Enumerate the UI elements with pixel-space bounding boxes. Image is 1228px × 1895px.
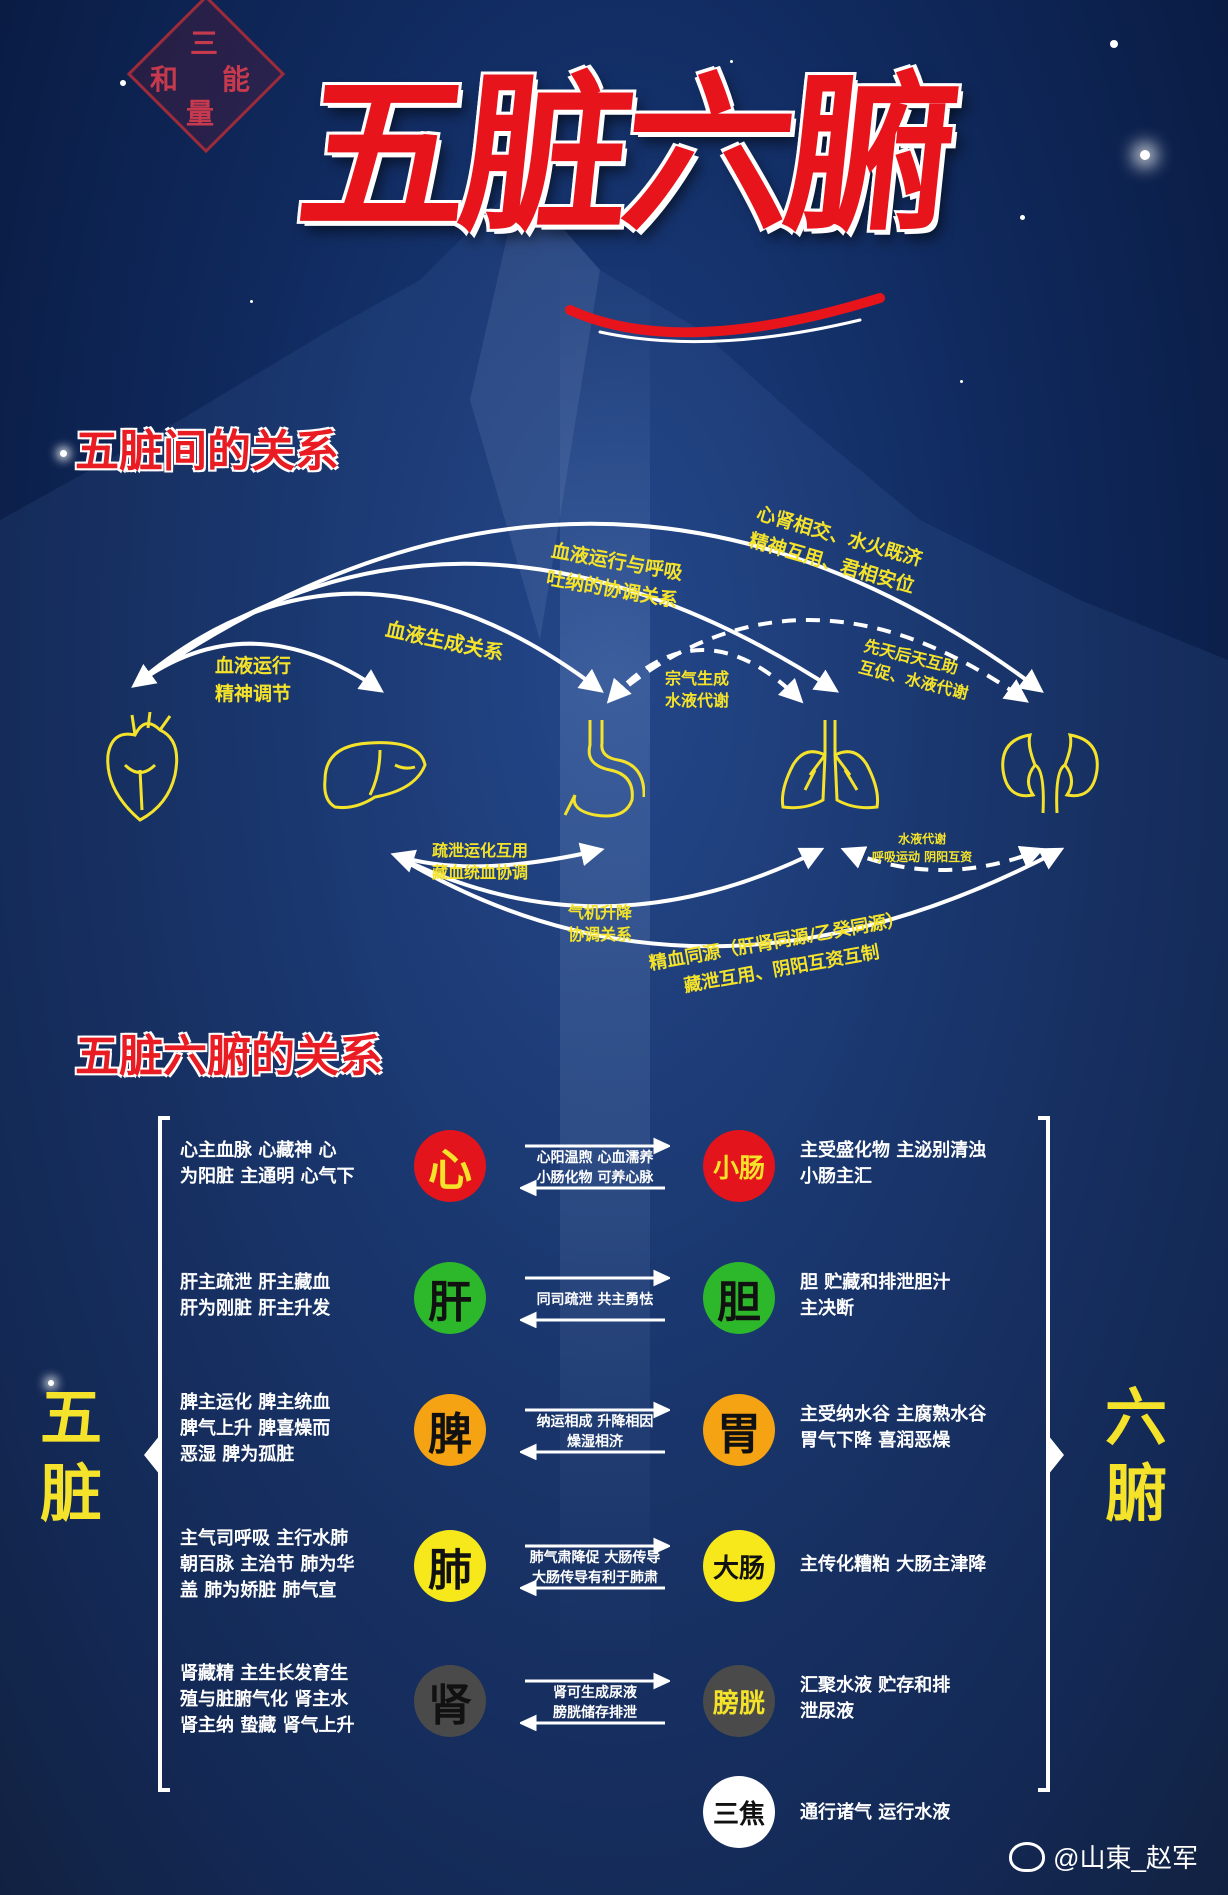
zang-desc-line: 心主血脉 心藏神 心 (180, 1140, 337, 1161)
zang-desc-line: 恶湿 脾为孤脏 (180, 1444, 295, 1465)
star (48, 1380, 54, 1386)
relation-description: 肾可生成尿液膀胱储存排泄 (510, 1683, 680, 1723)
bidirectional-arrows (520, 1269, 670, 1328)
side-label-wuzang: 五脏 (40, 1381, 103, 1530)
zang-description: 心主血脉 心藏神 心为阳脏 主通明 心气下 (180, 1138, 355, 1190)
relations-arrows (131, 521, 1065, 949)
fu-organ-circle: 大肠 (703, 1530, 775, 1602)
zang-desc-line: 盖 肺为娇脏 肺气宣 (180, 1580, 337, 1601)
fu-desc-line: 主受盛化物 主泌别清浊 (800, 1140, 987, 1161)
relation-line: 燥湿相济 (567, 1434, 623, 1450)
fu-organ-circle: 胆 (703, 1262, 775, 1334)
relation-description: 同司疏泄 共主勇怯 (510, 1290, 680, 1310)
fu-description: 胆 贮藏和排泄胆汁主决断 (800, 1270, 950, 1322)
zang-desc-line: 殖与脏腑气化 肾主水 (180, 1689, 349, 1710)
fu-desc-line: 主传化糟粕 大肠主津降 (800, 1554, 987, 1575)
relation-spleen-lung: 宗气生成水液代谢 (665, 669, 730, 710)
bidirectional-arrows (520, 1672, 670, 1731)
zang-organ-circle: 心 (414, 1130, 486, 1202)
star (730, 60, 733, 63)
relation-line: 膀胱储存排泄 (553, 1705, 637, 1721)
fu-desc-line: 小肠主汇 (800, 1166, 872, 1187)
fu-description: 主受纳水谷 主腐熟水谷胃气下降 喜润恶燥 (800, 1402, 986, 1454)
relation-line: 心阳温煦 心血濡养 (536, 1150, 654, 1166)
star (960, 380, 963, 383)
fu-organ-circle: 小肠 (703, 1130, 775, 1202)
zang-desc-line: 朝百脉 主治节 肺为华 (180, 1554, 355, 1575)
zang-organ-circle: 脾 (414, 1394, 486, 1466)
relation-description: 肺气肃降促 大肠传导大肠传导有利于肺肃 (510, 1548, 680, 1588)
zang-desc-line: 脾主运化 脾主统血 (180, 1392, 331, 1413)
star (1020, 215, 1025, 220)
star (60, 450, 67, 457)
watermark-text: @山東_赵军 (1053, 1843, 1198, 1873)
relation-lung-kidney: 水液代谢呼吸运动 阴阳互资 (872, 832, 973, 864)
seal-char: 能 (222, 63, 251, 96)
fu-desc-line: 主受纳水谷 主腐熟水谷 (800, 1404, 987, 1425)
zang-desc-line: 为阳脏 主通明 心气下 (180, 1166, 355, 1187)
section-title-zang-relations: 五脏间的关系 (75, 426, 339, 477)
relation-line: 小肠化物 可养心脉 (536, 1170, 654, 1186)
relation-line: 纳运相成 升降相因 (536, 1414, 654, 1430)
relation-line: 肺气肃降促 大肠传导 (529, 1550, 661, 1566)
star (1110, 40, 1118, 48)
seal-char: 和 (150, 63, 179, 96)
bidirectional-arrows (520, 1537, 670, 1596)
zang-description: 主气司呼吸 主行水肺朝百脉 主治节 肺为华盖 肺为娇脏 肺气宣 (180, 1526, 355, 1604)
fu-description: 汇聚水液 贮存和排泄尿液 (800, 1673, 950, 1725)
star (120, 80, 126, 86)
star (1140, 150, 1150, 160)
sanjiao-circle: 三焦 (703, 1776, 775, 1848)
fu-desc-line: 胆 贮藏和排泄胆汁 (800, 1272, 951, 1293)
spleen-stomach-organ-icon (563, 720, 645, 818)
fu-desc-line: 胃气下降 喜润恶燥 (800, 1430, 951, 1451)
sanjiao-description: 通行诸气 运行水液 (800, 1802, 951, 1823)
relation-liver-spleen-low: 疏泄运化互用藏血统血协调 (432, 841, 529, 882)
fu-desc-line: 主决断 (800, 1298, 854, 1319)
seal-char: 三 (190, 27, 219, 60)
zang-organ-circle: 肾 (414, 1665, 486, 1737)
relation-description: 纳运相成 升降相因燥湿相济 (510, 1412, 680, 1452)
relation-line: 同司疏泄 共主勇怯 (536, 1292, 654, 1308)
relation-line: 肾可生成尿液 (553, 1685, 637, 1701)
kidney-organ-icon (1001, 733, 1099, 814)
zang-description: 脾主运化 脾主统血脾气上升 脾喜燥而恶湿 脾为孤脏 (180, 1390, 330, 1468)
zang-organ-circle: 肺 (414, 1530, 486, 1602)
brackets (144, 1116, 1064, 1792)
fu-organ-circle: 膀胱 (703, 1665, 775, 1737)
weibo-icon (1009, 1841, 1046, 1872)
fu-desc-line: 汇聚水液 贮存和排 (800, 1675, 951, 1696)
relation-line: 大肠传导有利于肺肃 (532, 1570, 658, 1586)
main-title: 五脏六腑 (289, 55, 959, 255)
bidirectional-arrows (520, 1401, 670, 1460)
relation-description: 心阳温煦 心血濡养小肠化物 可养心脉 (510, 1148, 680, 1188)
watermark: @山東_赵军 (1009, 1838, 1198, 1875)
side-label-liufu: 六腑 (1105, 1381, 1168, 1530)
fu-description: 主受盛化物 主泌别清浊小肠主汇 (800, 1138, 986, 1190)
zang-desc-line: 主气司呼吸 主行水肺 (180, 1528, 349, 1549)
fu-organ-circle: 胃 (703, 1394, 775, 1466)
liver-organ-icon (323, 741, 427, 809)
zang-desc-line: 肝为刚脏 肝主升发 (180, 1298, 331, 1319)
zang-description: 肝主疏泄 肝主藏血肝为刚脏 肝主升发 (180, 1270, 330, 1322)
light-beam (560, 260, 650, 1660)
zang-desc-line: 脾气上升 脾喜燥而 (180, 1418, 331, 1439)
star (250, 300, 253, 303)
zang-desc-line: 肝主疏泄 肝主藏血 (180, 1272, 331, 1293)
seal-char: 量 (186, 97, 215, 130)
section-title-zangfu-relations: 五脏六腑的关系 (75, 1031, 383, 1082)
relation-heart-liver: 血液运行精神调节 (215, 655, 292, 705)
bidirectional-arrows (520, 1137, 670, 1196)
heart-organ-icon (106, 711, 179, 822)
fu-desc-line: 泄尿液 (800, 1701, 854, 1722)
relation-liver-lung: 气机升降协调关系 (568, 903, 633, 944)
lung-organ-icon (781, 720, 879, 810)
title-brush-stroke (565, 293, 885, 344)
zang-organ-circle: 肝 (414, 1262, 486, 1334)
zang-desc-line: 肾藏精 主生长发育生 (180, 1663, 349, 1684)
zang-description: 肾藏精 主生长发育生殖与脏腑气化 肾主水肾主纳 蛰藏 肾气上升 (180, 1661, 355, 1739)
zang-desc-line: 肾主纳 蛰藏 肾气上升 (180, 1715, 355, 1736)
fu-description: 主传化糟粕 大肠主津降 (800, 1552, 986, 1578)
